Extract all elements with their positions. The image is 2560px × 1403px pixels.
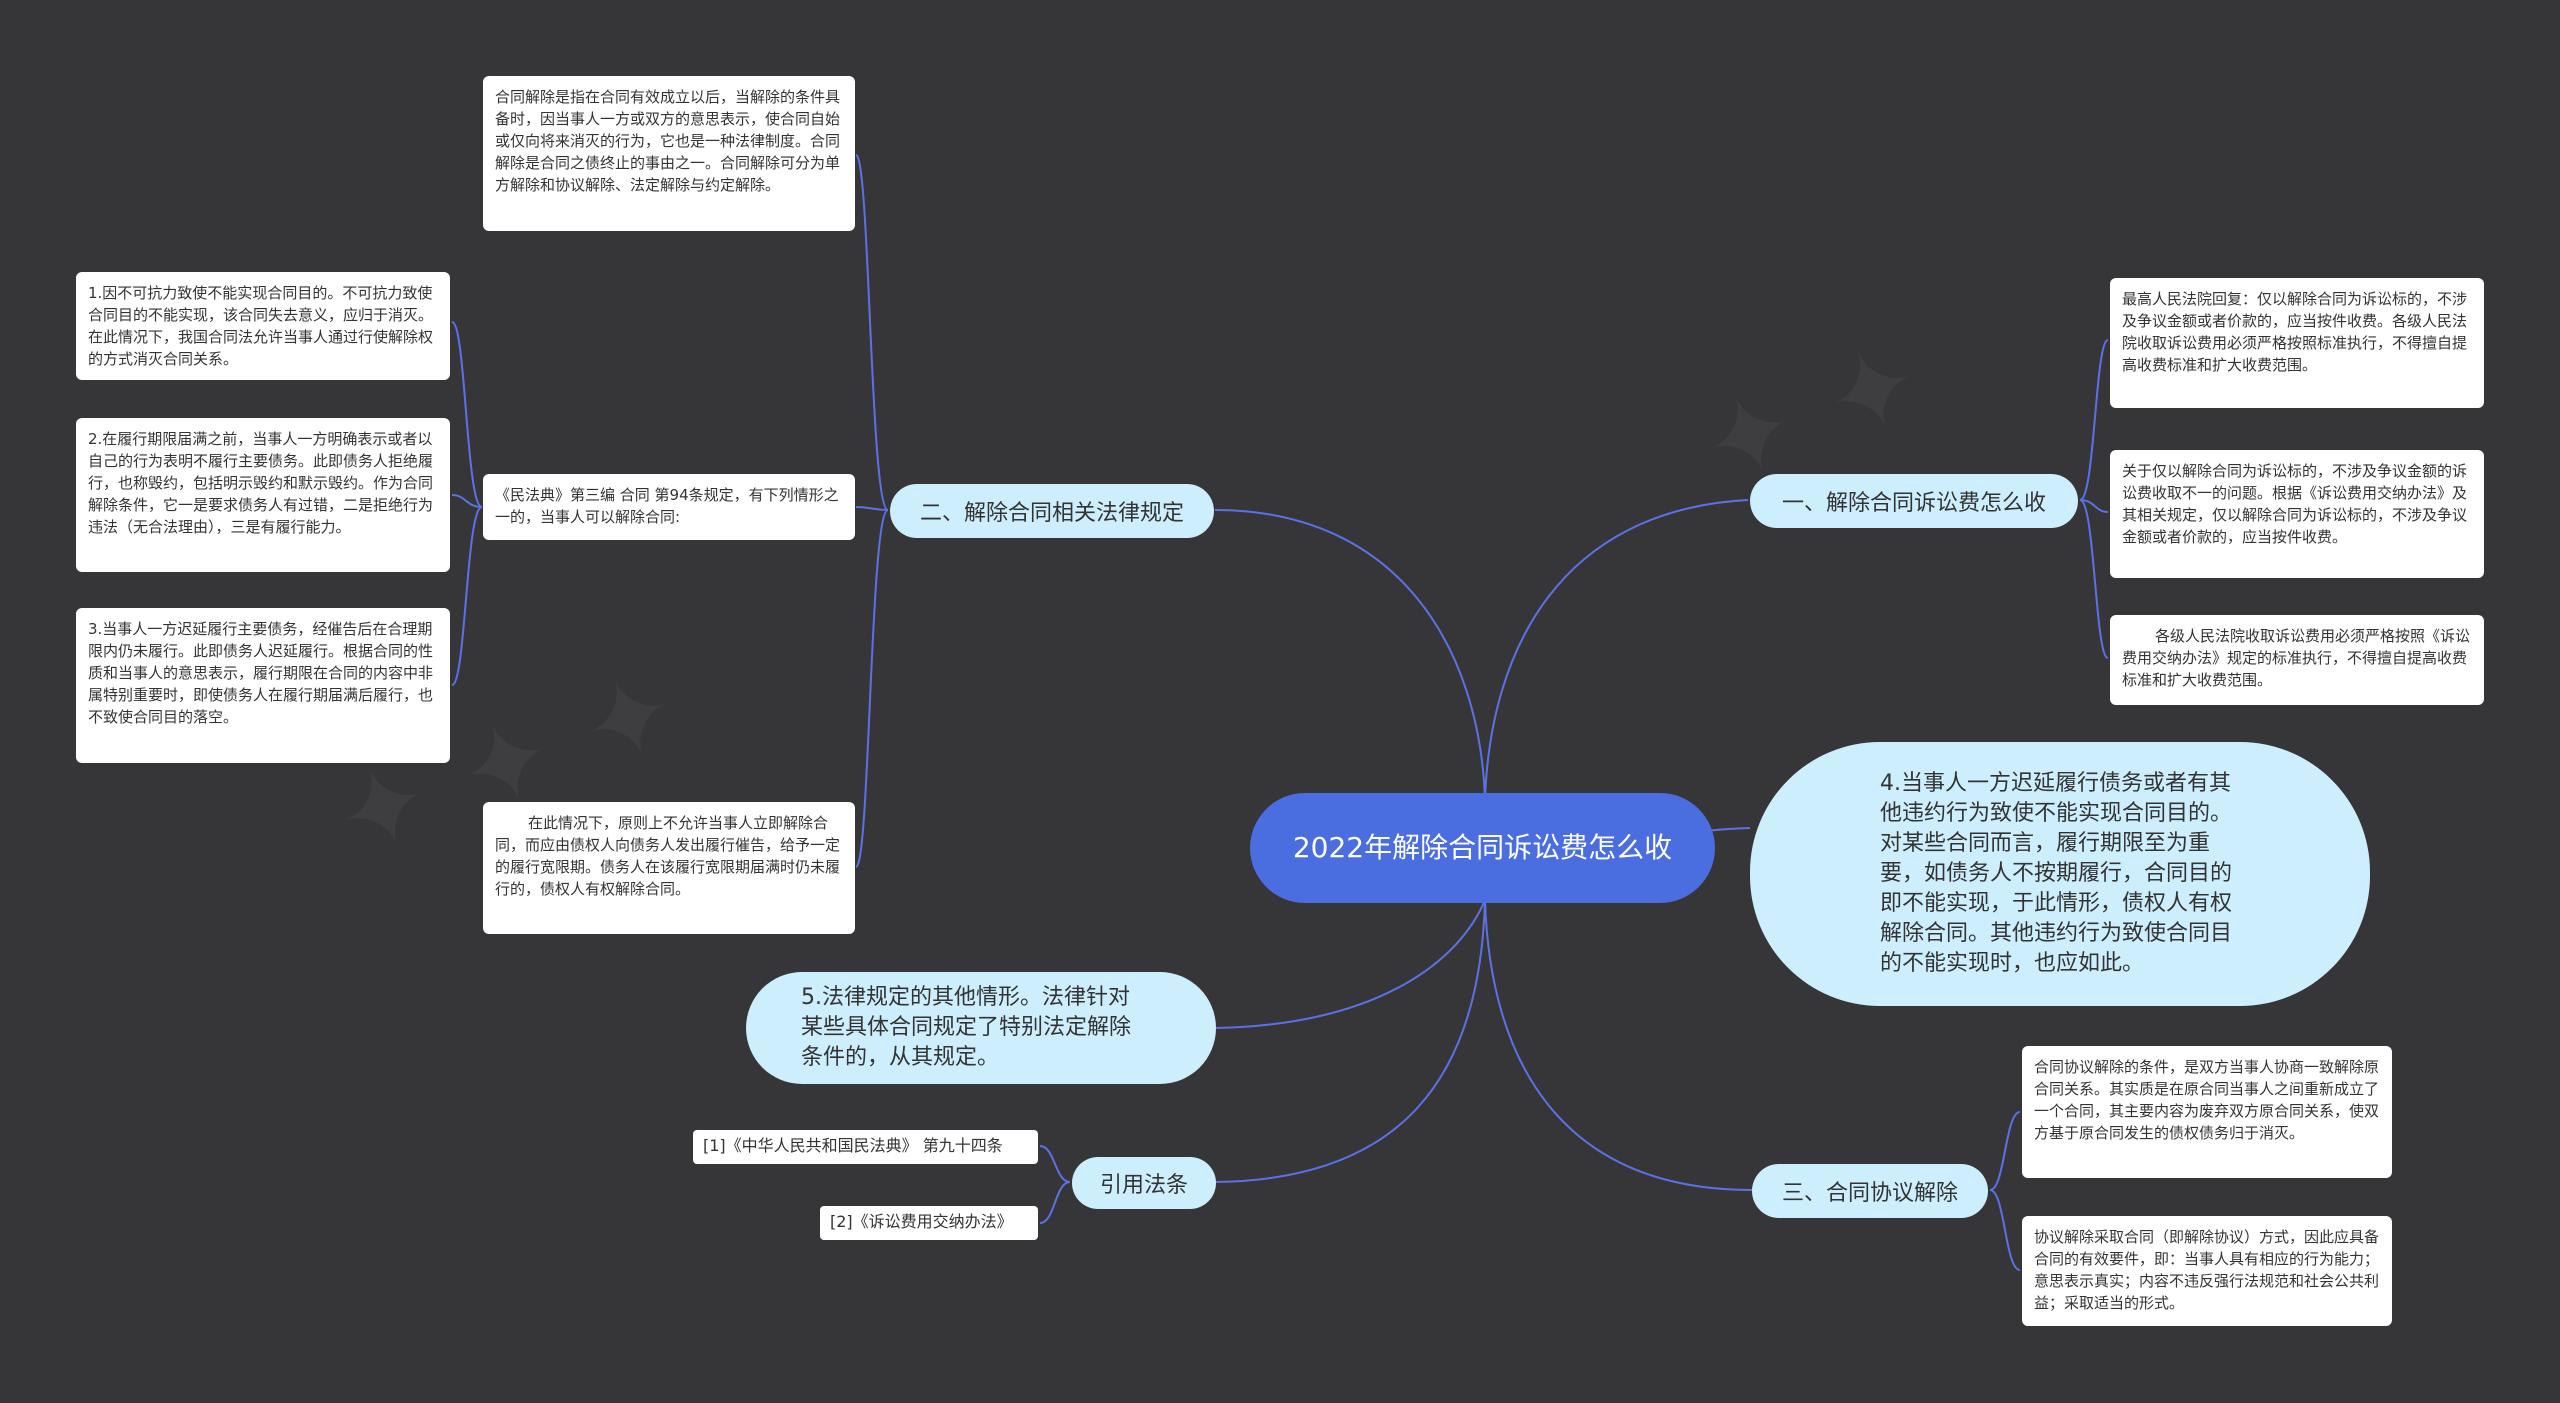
branch-agreement[interactable]: 三、合同协议解除 [1752,1164,1988,1218]
link-root-b1 [1484,499,1749,801]
note-law-definition[interactable]: 合同解除是指在合同有效成立以后，当解除的条件具备时，因当事人一方或双方的意思表示… [483,76,855,231]
note-agreement-2[interactable]: 协议解除采取合同（即解除协议）方式，因此应具备合同的有效要件，即：当事人具有相应… [2022,1216,2392,1326]
branch-fee[interactable]: 一、解除合同诉讼费怎么收 [1750,474,2078,528]
note-text: 《民法典》第三编 合同 第94条规定，有下列情形之一的，当事人可以解除合同: [495,486,839,526]
link-b1-fee2 [2079,499,2109,513]
branch-clause-4[interactable]: 4.当事人一方迟延履行债务或者有其他违约行为致使不能实现合同目的。对某些合同而言… [1750,742,2370,1006]
branch-label: 4.当事人一方迟延履行债务或者有其他违约行为致使不能实现合同目的。对某些合同而言… [1880,771,2233,976]
note-agreement-1[interactable]: 合同协议解除的条件，是双方当事人协商一致解除原合同关系。其实质是在原合同当事人之… [2022,1046,2392,1178]
branch-references[interactable]: 引用法条 [1072,1157,1216,1209]
link-b3-agree1 [1989,1111,2021,1191]
link-b3-agree2 [1989,1189,2021,1271]
note-text: 合同解除是指在合同有效成立以后，当解除的条件具备时，因当事人一方或双方的意思表示… [495,88,841,194]
link-b2-delay [855,509,889,868]
note-fee-2[interactable]: 关于仅以解除合同为诉讼标的，不涉及争议金额的诉讼费收取不一的问题。根据《诉讼费用… [2110,450,2484,578]
link-b2-def [855,154,889,511]
note-clause-1[interactable]: 1.因不可抗力致使不能实现合同目的。不可抗力致使合同目的不能实现，该合同失去意义… [76,272,450,380]
note-text: 各级人民法院收取诉讼费用必须严格按照《诉讼费用交纳办法》规定的标准执行，不得擅自… [2122,627,2471,689]
reference-text: [2]《诉讼费用交纳办法》 [830,1212,1013,1231]
reference-1[interactable]: [1]《中华人民共和国民法典》 第九十四条 [693,1130,1038,1164]
link-b6-r1 [1039,1145,1071,1183]
link-94-c1 [451,321,483,508]
note-law-article-94[interactable]: 《民法典》第三编 合同 第94条规定，有下列情形之一的，当事人可以解除合同: [483,474,855,540]
root-topic[interactable]: 2022年解除合同诉讼费怎么收 [1250,793,1715,903]
note-text: 1.因不可抗力致使不能实现合同目的。不可抗力致使合同目的不能实现，该合同失去意义… [88,284,434,368]
note-text: 关于仅以解除合同为诉讼标的，不涉及争议金额的诉讼费收取不一的问题。根据《诉讼费用… [2122,462,2468,546]
branch-label: 二、解除合同相关法律规定 [919,501,1184,526]
note-fee-3[interactable]: 各级人民法院收取诉讼费用必须严格按照《诉讼费用交纳办法》规定的标准执行，不得擅自… [2110,615,2484,705]
link-root-b2 [1214,509,1486,801]
note-clause-3[interactable]: 3.当事人一方迟延履行主要债务，经催告后在合理期限内仍未履行。此即债务人迟延履行… [76,608,450,763]
branch-label: 一、解除合同诉讼费怎么收 [1781,491,2046,516]
note-text: 在此情况下，原则上不允许当事人立即解除合同，而应由债权人向债务人发出履行催告，给… [495,814,841,898]
reference-2[interactable]: [2]《诉讼费用交纳办法》 [820,1206,1038,1240]
note-clause-2[interactable]: 2.在履行期限届满之前，当事人一方明确表示或者以自己的行为表明不履行主要债务。此… [76,418,450,572]
link-root-b3 [1484,899,1753,1191]
link-94-c3 [451,506,483,686]
note-text: 最高人民法院回复：仅以解除合同为诉讼标的，不涉及争议金额或者价款的，应当按件收费… [2122,290,2468,374]
link-b1-fee3 [2079,499,2109,659]
note-text: 协议解除采取合同（即解除协议）方式，因此应具备合同的有效要件，即：当事人具有相应… [2034,1228,2380,1312]
note-fee-1[interactable]: 最高人民法院回复：仅以解除合同为诉讼标的，不涉及争议金额或者价款的，应当按件收费… [2110,278,2484,408]
branch-label: 三、合同协议解除 [1781,1181,1958,1206]
link-root-b6 [1214,899,1486,1183]
note-text: 合同协议解除的条件，是双方当事人协商一致解除原合同关系。其实质是在原合同当事人之… [2034,1058,2380,1142]
branch-law[interactable]: 二、解除合同相关法律规定 [890,484,1214,538]
branch-label: 5.法律规定的其他情形。法律针对某些具体合同规定了特别法定解除条件的，从其规定。 [801,985,1132,1070]
link-b1-fee1 [2079,339,2109,501]
root-title: 2022年解除合同诉讼费怎么收 [1292,831,1673,864]
branch-clause-5[interactable]: 5.法律规定的其他情形。法律针对某些具体合同规定了特别法定解除条件的，从其规定。 [746,972,1216,1084]
note-text: 3.当事人一方迟延履行主要债务，经催告后在合理期限内仍未履行。此即债务人迟延履行… [88,620,434,726]
link-b2-94 [855,506,889,511]
branch-label: 引用法条 [1099,1173,1188,1198]
link-root-b5 [1214,899,1486,1029]
reference-text: [1]《中华人民共和国民法典》 第九十四条 [703,1136,1003,1155]
link-b6-r2 [1039,1181,1071,1224]
link-94-c2 [451,494,483,508]
note-text: 2.在履行期限届满之前，当事人一方明确表示或者以自己的行为表明不履行主要债务。此… [88,430,434,536]
note-law-delay[interactable]: 在此情况下，原则上不允许当事人立即解除合同，而应由债权人向债务人发出履行催告，给… [483,802,855,934]
